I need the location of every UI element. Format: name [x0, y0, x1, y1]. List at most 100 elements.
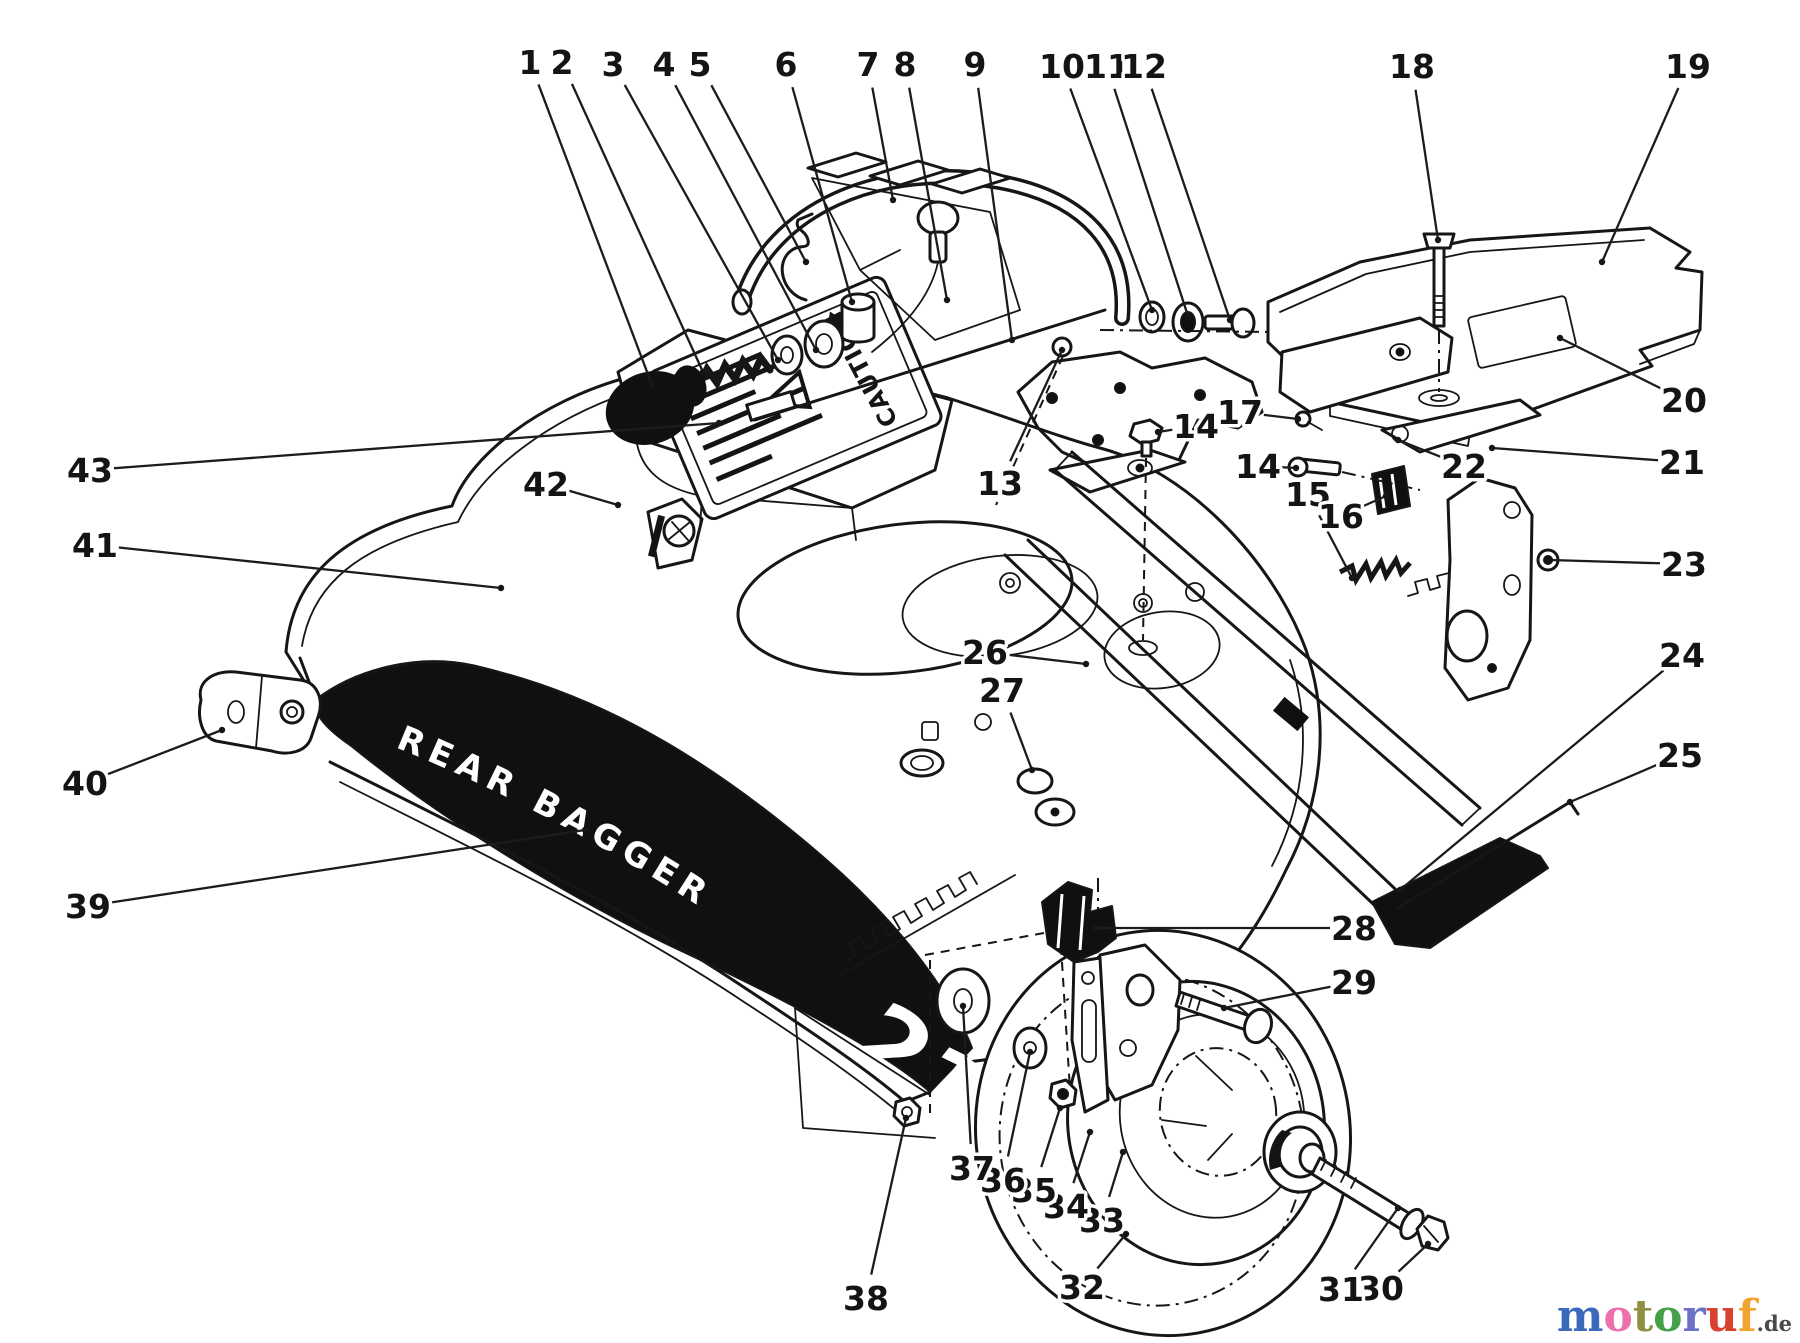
- leader-dot-39: [581, 826, 589, 834]
- part-callout-15: 15: [1285, 475, 1331, 514]
- leader-dot-3: [774, 356, 782, 364]
- part-callout-24: 24: [1659, 636, 1705, 675]
- leader-dot-21: [1488, 444, 1496, 452]
- leader-line-26: [1008, 653, 1087, 666]
- watermark-letter: o: [1653, 1291, 1683, 1342]
- part-callout-9: 9: [964, 45, 987, 84]
- part-callout-30: 30: [1358, 1269, 1404, 1308]
- part-callout-39: 39: [65, 887, 111, 926]
- leader-dot-24: [1396, 886, 1404, 894]
- leader-line-40: [106, 728, 223, 776]
- part-callout-7: 7: [857, 45, 880, 84]
- front-mount-bracket: [198, 670, 322, 755]
- leader-dot-14a: [1154, 428, 1162, 436]
- leader-line-17: [1263, 413, 1299, 421]
- leader-dot-7: [889, 196, 897, 204]
- leader-line-27: [1009, 712, 1034, 771]
- part-callout-13: 13: [977, 464, 1023, 503]
- leader-dot-32: [1122, 1230, 1130, 1238]
- chute-cover-assembly: [1266, 226, 1704, 572]
- part-callout-25: 25: [1657, 736, 1703, 775]
- watermark-suffix: .de: [1756, 1311, 1792, 1336]
- axle-nut: [1415, 1214, 1450, 1252]
- leader-line-2: [570, 83, 705, 373]
- leader-line-25: [1569, 763, 1659, 804]
- handle-rails: [839, 410, 1534, 976]
- part-callout-18: 18: [1389, 47, 1435, 86]
- spring: [694, 351, 774, 392]
- part-callout-37: 37: [949, 1149, 995, 1188]
- leader-dot-8: [943, 296, 951, 304]
- leader-dot-41: [497, 584, 505, 592]
- leader-line-38: [870, 1117, 908, 1275]
- blade-warning-decal: [646, 497, 704, 570]
- leader-line-33: [1107, 1151, 1125, 1198]
- watermark-letter: r: [1682, 1291, 1706, 1342]
- leader-dot-12: [1226, 316, 1234, 324]
- part-callout-5: 5: [689, 45, 712, 84]
- leader-dot-14b: [1292, 464, 1300, 472]
- watermark-letter: o: [1603, 1291, 1633, 1342]
- leader-line-3: [623, 84, 780, 361]
- hex-bolt: [1128, 418, 1164, 656]
- leader-dot-36: [1026, 1048, 1034, 1056]
- leader-dot-2: [699, 368, 707, 376]
- part-callout-10: 10: [1039, 47, 1085, 86]
- part-callout-41: 41: [72, 526, 118, 565]
- part-callout-2: 2: [551, 43, 574, 82]
- leader-dot-15: [1348, 574, 1356, 582]
- leader-dot-28: [1091, 924, 1099, 932]
- leader-line-37: [961, 1005, 972, 1145]
- leader-dot-25: [1566, 798, 1574, 806]
- part-callout-22: 22: [1441, 447, 1487, 486]
- leader-line-15: [1318, 514, 1354, 579]
- part-callout-14b: 14: [1235, 447, 1281, 486]
- rear-flange: [1048, 418, 1187, 656]
- leader-dot-35: [1056, 1104, 1064, 1112]
- height-lever: [1041, 881, 1117, 1114]
- part-callout-23: 23: [1661, 545, 1707, 584]
- leader-dot-20: [1556, 334, 1564, 342]
- leader-dot-13: [1058, 346, 1066, 354]
- part-callout-29: 29: [1331, 963, 1377, 1002]
- part-callout-38: 38: [843, 1279, 889, 1318]
- part-callout-26: 26: [962, 633, 1008, 672]
- wheel-bracket-assembly: [892, 878, 1274, 1128]
- leader-dot-42: [614, 501, 622, 509]
- leader-line-41: [118, 546, 502, 590]
- leader-line-35: [1040, 1107, 1062, 1168]
- leader-line-13: [1009, 349, 1064, 462]
- part-callout-21: 21: [1659, 443, 1705, 482]
- leader-line-19: [1600, 87, 1680, 263]
- leader-line-23: [1549, 558, 1661, 565]
- leader-line-32: [1096, 1233, 1127, 1270]
- part-callout-34: 34: [1043, 1187, 1089, 1226]
- leader-dot-17: [1294, 415, 1302, 423]
- spindle-opening: [736, 520, 1221, 690]
- flange-nut: [892, 1096, 922, 1128]
- part-callout-27: 27: [979, 671, 1025, 710]
- part-callout-6: 6: [775, 45, 798, 84]
- leader-line-8: [908, 87, 949, 301]
- leader-dot-10: [1148, 306, 1156, 314]
- leader-dot-34: [1086, 1128, 1094, 1136]
- leader-line-18: [1414, 89, 1440, 241]
- part-callout-8: 8: [894, 45, 917, 84]
- part-callout-11: 11: [1084, 47, 1130, 86]
- leader-dot-27: [1028, 766, 1036, 774]
- side-plate: [1443, 476, 1534, 702]
- leader-line-34: [1072, 1131, 1092, 1184]
- part-callout-17: 17: [1217, 393, 1263, 432]
- rope-guide-bushing: [840, 292, 876, 344]
- leader-line-21: [1491, 446, 1659, 462]
- carriage-bolt-18: [1418, 232, 1460, 407]
- watermark-letter: f: [1737, 1291, 1757, 1342]
- leader-line-24: [1399, 669, 1665, 891]
- leader-line-16: [1362, 494, 1387, 508]
- chute-label: [1467, 295, 1577, 369]
- tension-spring: [1338, 554, 1412, 587]
- leader-line-22: [1397, 438, 1443, 459]
- leader-dot-31: [1394, 1204, 1402, 1212]
- part-callout-1: 1: [519, 43, 542, 82]
